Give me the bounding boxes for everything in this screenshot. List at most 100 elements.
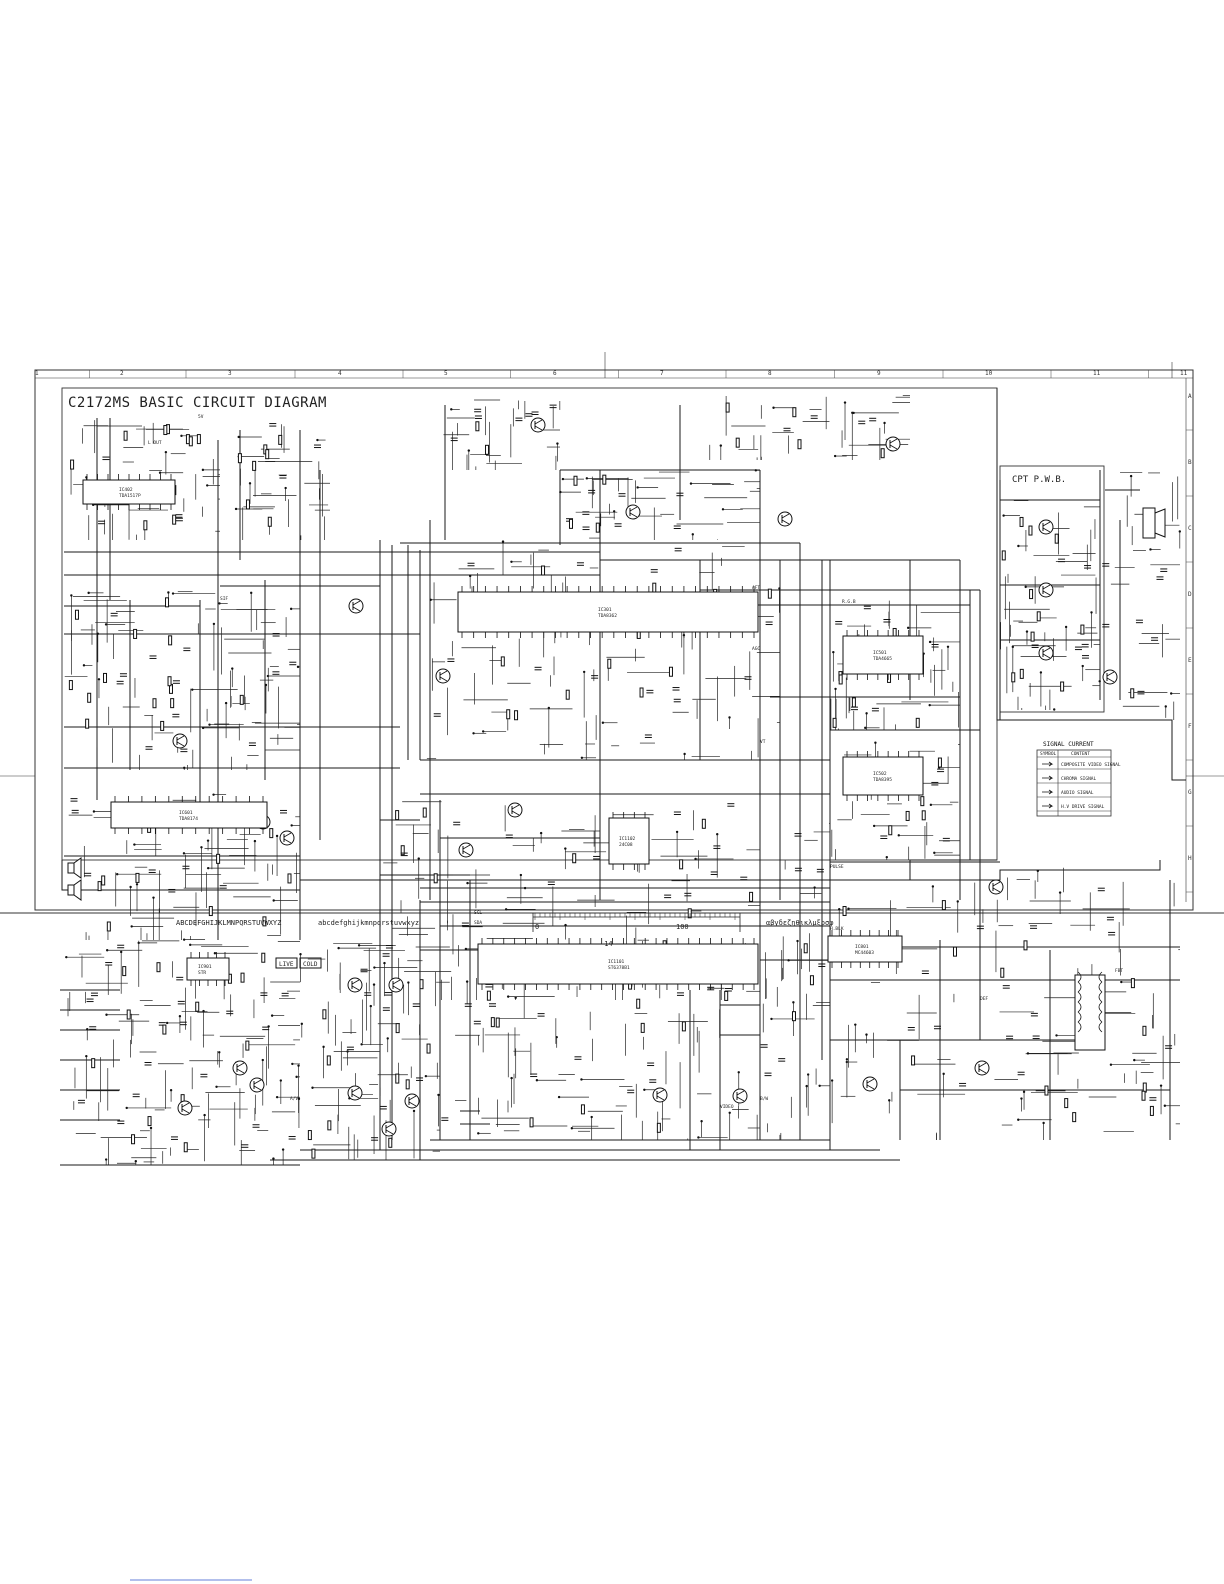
footer-alphabet-upper: ABCDEFGHIJKLMNPQRSTUVWXYZ (176, 919, 281, 927)
transistor-icon (388, 977, 404, 993)
flyback-transformer-icon (1074, 971, 1106, 1051)
legend-row-2: CHROMA SIGNAL (1061, 776, 1097, 782)
signal-labels: 5VL OUTSIFR.G.BAFTAGCVTH.BLKPULSESCLSDAA… (148, 414, 1123, 1110)
transistor-icon (249, 1077, 265, 1093)
row-letter-a: A (1188, 393, 1192, 400)
transistor-icon (885, 436, 901, 452)
ic301-video-part: TDA8362 (598, 613, 617, 619)
speaker-icon (67, 857, 82, 879)
transistor-icon (1038, 582, 1054, 598)
column-number-2: 2 (120, 370, 124, 377)
schematic-wiring (60, 395, 1182, 1166)
lbl-vt: VT (760, 739, 766, 745)
transistor-icon (279, 830, 295, 846)
footer: ABCDEFGHIJKLMNPQRSTUVWXYZ abcdefghijkmnp… (176, 913, 833, 948)
crt-socket-icon (1142, 507, 1166, 539)
footer-alphabet-lower: abcdefghijkmnpqrstuvwxyz (318, 919, 419, 927)
transistor-icon (232, 1060, 248, 1076)
transistor-icon (862, 1076, 878, 1092)
transistor-icon (347, 1085, 363, 1101)
legend-col-symbol: SYMBOL (1040, 751, 1057, 757)
legend-row-1: COMPOSITE VIDEO SIGNAL (1061, 762, 1121, 768)
row-letter-h: H (1188, 855, 1192, 862)
row-letter-e: E (1188, 657, 1192, 664)
legend-arrow-icon (1042, 761, 1054, 767)
transistor-icon (530, 417, 546, 433)
footer-scale-start: 0 (535, 923, 539, 931)
column-number-12: 11 (1180, 370, 1188, 377)
column-number-8: 8 (768, 370, 772, 377)
cpt-pwb-label: CPT P.W.B. (1012, 475, 1066, 485)
legend-arrow-icon (1042, 775, 1054, 781)
transistor-icon (974, 1060, 990, 1076)
ic801-power-part: MC44603 (855, 950, 874, 956)
lbl-bw: B/W (760, 1096, 768, 1102)
transistor-icon (1038, 519, 1054, 535)
ic301-video-ref: IC301 (598, 607, 612, 613)
ic601-vertical-ref: IC601 (179, 810, 193, 816)
transistor-icon (172, 733, 188, 749)
lbl-pulse: PULSE (830, 864, 844, 870)
row-letter-b: B (1188, 459, 1192, 466)
lbl-video: VIDEO (720, 1104, 734, 1110)
row-letter-g: G (1188, 789, 1192, 796)
ic901-regulator-ref: IC901 (198, 964, 212, 970)
lbl-fbt: FBT (1115, 968, 1123, 974)
lbl-rgb: R.G.B (842, 599, 856, 605)
signal-current-legend: SIGNAL CURRENT SYMBOL CONTENT COMPOSITE … (1036, 741, 1121, 817)
legend-row-3: AUDIO SIGNAL (1061, 790, 1094, 796)
column-number-10: 10 (985, 370, 993, 377)
ic1102-eeprom-part: 24C08 (619, 842, 633, 848)
legend-arrow-icon (1042, 789, 1054, 795)
lbl-5v: 5V (198, 414, 204, 420)
transistor-icon (435, 668, 451, 684)
transistor-icon (1102, 669, 1118, 685)
lbl-lout: L OUT (148, 440, 162, 446)
outer-frame (0, 352, 1224, 914)
transistor-icon (404, 1093, 420, 1109)
column-number-4: 4 (338, 370, 342, 377)
column-number-9: 9 (877, 370, 881, 377)
legend-row-4: H.V DRIVE SIGNAL (1061, 804, 1105, 810)
transistor-icon (177, 1100, 193, 1116)
ic1102-eeprom-ref: IC1102 (619, 836, 636, 842)
footer-greek: αβγδεζηθικλμξρσφ (766, 919, 833, 927)
row-letter-f: F (1188, 723, 1192, 730)
lbl-hblk: H.BLK (830, 926, 844, 932)
row-letter-ruler: ABCDEFGH (1186, 393, 1193, 893)
lbl-def: DEF (980, 996, 988, 1002)
live-cold-markers: LIVE COLD (275, 957, 322, 969)
lbl-sif: SIF (220, 596, 228, 602)
ic901-regulator-part: STR (198, 970, 206, 976)
column-number-5: 5 (444, 370, 448, 377)
transistor-icon (347, 977, 363, 993)
lbl-aft: AFT (752, 585, 760, 591)
footer-scale (532, 913, 741, 932)
ic402-amp-ref: IC402 (119, 487, 133, 493)
ic1101-mcu-part: ST6378B1 (608, 965, 630, 971)
signal-current-heading: SIGNAL CURRENT (1043, 741, 1094, 748)
column-number-3: 3 (228, 370, 232, 377)
transistor-icon (988, 879, 1004, 895)
cold-label: COLD (303, 961, 318, 968)
ic402-amp-part: TDA1517P (119, 493, 141, 499)
row-letter-d: D (1188, 591, 1192, 598)
transistor-icon (1038, 645, 1054, 661)
column-number-1: 1 (35, 370, 39, 377)
transistor-icon (777, 511, 793, 527)
lbl-scl: SCL (474, 910, 482, 916)
transistor-icon (625, 504, 641, 520)
lbl-agc: AGC (752, 646, 760, 652)
lbl-sda: SDA (474, 920, 482, 926)
legend-col-content: CONTENT (1071, 751, 1090, 757)
